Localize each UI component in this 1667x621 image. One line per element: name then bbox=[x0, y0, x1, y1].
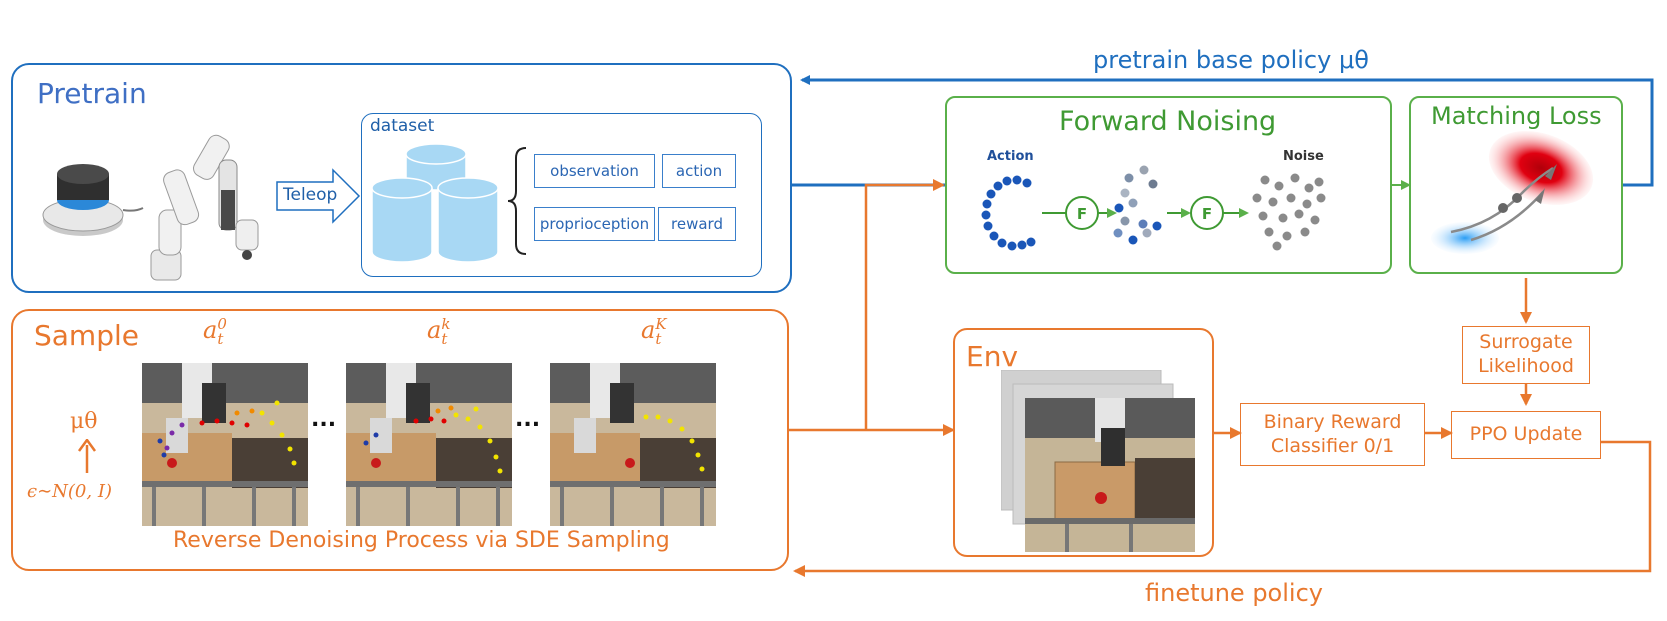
step-label-0: at0 bbox=[203, 315, 227, 348]
sample-panel: Sample μθ ϵ∼N(0, I) at0 atk atK bbox=[11, 309, 789, 571]
arrow-loss-to-pretrain bbox=[800, 75, 1654, 187]
noise-dots bbox=[1252, 173, 1326, 251]
database-icon bbox=[371, 143, 499, 263]
surrogate-likelihood-box: Surrogate Likelihood bbox=[1462, 326, 1590, 384]
forward-noising-panel: Forward Noising Action Noise F F bbox=[945, 96, 1392, 274]
source-distribution bbox=[1431, 222, 1499, 254]
arrow-sample-to-noising bbox=[864, 179, 945, 430]
step-label-K: atK bbox=[641, 315, 667, 348]
field-reward: reward bbox=[658, 207, 736, 241]
arrow-ppo-to-sample bbox=[793, 440, 1652, 577]
dataset-label: dataset bbox=[370, 116, 435, 136]
sample-caption: Reverse Denoising Process via SDE Sampli… bbox=[173, 528, 670, 553]
spacemouse-icon bbox=[42, 164, 144, 236]
teleop-label: Teleop bbox=[283, 185, 338, 205]
brace-icon bbox=[507, 147, 527, 255]
sample-title: Sample bbox=[34, 319, 139, 352]
pretrain-panel: Pretrain Teleop dataset bbox=[11, 63, 792, 293]
robot-arm-icon bbox=[150, 134, 259, 281]
env-title: Env bbox=[966, 340, 1019, 373]
bottom-flow-label: finetune policy bbox=[1145, 579, 1323, 607]
noising-diagram: F F bbox=[981, 165, 1326, 251]
field-observation: observation bbox=[534, 154, 655, 188]
ppo-update-box: PPO Update bbox=[1451, 411, 1601, 459]
sample-scene-k bbox=[346, 363, 512, 526]
dataset-box: dataset observation action proprioceptio… bbox=[361, 113, 762, 277]
matching-loss-diagram bbox=[1431, 131, 1594, 254]
sample-scene-0 bbox=[142, 363, 308, 526]
step-label-k: atk bbox=[427, 315, 451, 348]
f-op-2: F bbox=[1202, 205, 1212, 223]
matching-loss-title: Matching Loss bbox=[1431, 102, 1602, 130]
ellipsis-2: ... bbox=[515, 407, 541, 432]
forward-noising-title: Forward Noising bbox=[1059, 106, 1277, 137]
teleop-arrow-icon bbox=[276, 168, 361, 224]
action-label: Action bbox=[987, 149, 1034, 164]
matching-loss-panel: Matching Loss bbox=[1409, 96, 1623, 274]
noise-expression: ϵ∼N(0, I) bbox=[27, 481, 112, 502]
env-panel: Env bbox=[953, 328, 1214, 557]
f-op-1: F bbox=[1077, 205, 1087, 223]
sample-scene-K bbox=[550, 363, 716, 526]
noise-label: Noise bbox=[1283, 149, 1324, 164]
top-flow-label: pretrain base policy μθ bbox=[1093, 46, 1369, 74]
reward-classifier-box: Binary Reward Classifier 0/1 bbox=[1240, 403, 1425, 466]
target-distribution bbox=[1488, 131, 1594, 205]
field-proprioception: proprioception bbox=[534, 207, 655, 241]
env-scene-stack bbox=[1001, 370, 1195, 552]
pretrain-title: Pretrain bbox=[37, 77, 147, 110]
field-action: action bbox=[662, 154, 736, 188]
policy-symbol: μθ bbox=[70, 409, 98, 434]
up-arrow-icon bbox=[77, 439, 97, 473]
action-dots bbox=[981, 175, 1036, 251]
ellipsis-1: ... bbox=[311, 407, 337, 432]
mid-dots bbox=[1113, 165, 1162, 245]
